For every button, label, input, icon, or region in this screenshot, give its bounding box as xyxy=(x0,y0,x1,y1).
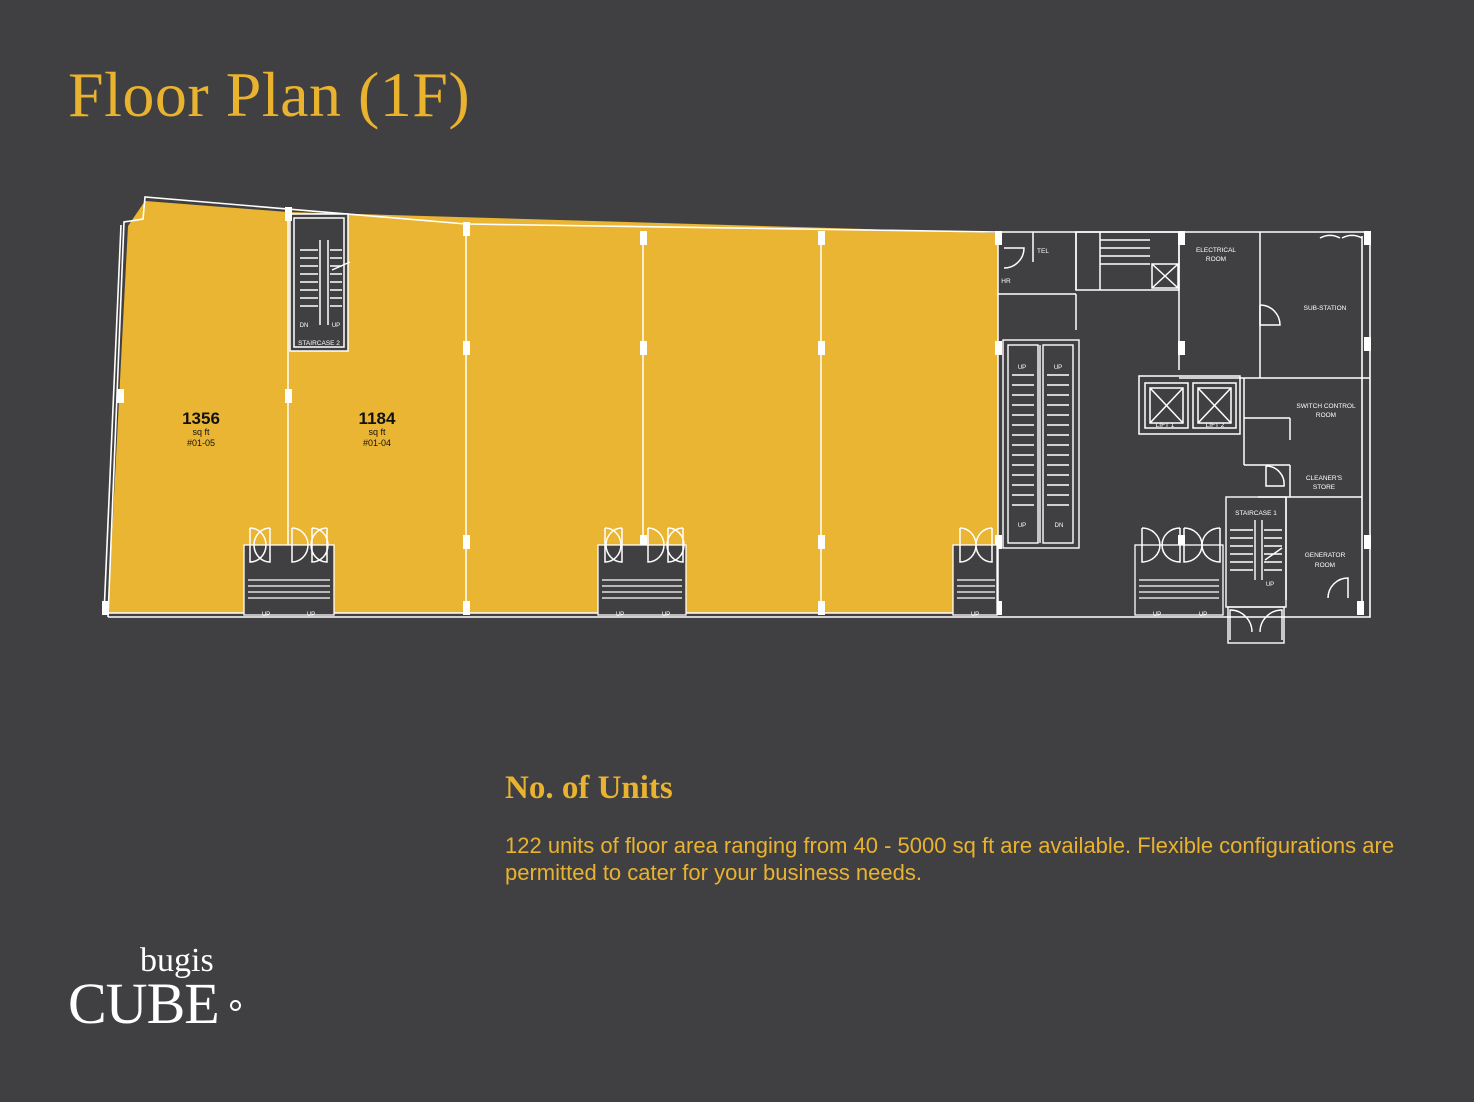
staircase-2-dn-label: DN xyxy=(300,323,309,329)
unit-area-unit: sq ft xyxy=(368,427,386,437)
unit-area: 1356 xyxy=(182,409,220,428)
staircase-2-up-label: UP xyxy=(332,323,340,329)
staircase-1-up-label: UP xyxy=(1266,582,1274,588)
escalators xyxy=(1002,339,1080,549)
generator-room-label: GENERATOR xyxy=(1305,552,1346,559)
step-up-label: UP xyxy=(1199,612,1207,618)
escalator-2-bottom-label: DN xyxy=(1055,523,1064,529)
step-up-label: UP xyxy=(1153,612,1161,618)
unit-01-05-label: 1356 sq ft #01-05 xyxy=(182,409,220,448)
escalator-1-top-label: UP xyxy=(1018,365,1026,371)
escalator-1-bottom-label: UP xyxy=(1018,523,1026,529)
generator-room-label-2: ROOM xyxy=(1315,562,1335,569)
page-title: Floor Plan (1F) xyxy=(68,59,471,130)
units-description: 122 units of floor area ranging from 40 … xyxy=(505,833,1395,885)
units-heading: No. of Units xyxy=(505,770,673,806)
logo-text-main: CUBE xyxy=(68,971,220,1036)
unit-number: #01-05 xyxy=(187,438,215,448)
unit-number: #01-04 xyxy=(363,438,391,448)
staircase-2-label: STAIRCASE 2 xyxy=(298,340,340,347)
tel-room-label: TEL xyxy=(1037,248,1049,255)
escalator-2-top-label: UP xyxy=(1054,365,1062,371)
electrical-room-label: ELECTRICAL xyxy=(1196,247,1236,254)
staircase-1-label: STAIRCASE 1 xyxy=(1235,510,1277,517)
retail-units-area xyxy=(108,201,998,613)
staircase-1 xyxy=(1225,496,1287,644)
staircase-2 xyxy=(289,213,351,352)
lift-1-label: LIFT 1 xyxy=(1156,422,1175,429)
lift-2-label: LIFT 2 xyxy=(1206,422,1225,429)
unit-01-04-label: 1184 sq ft #01-04 xyxy=(359,409,396,448)
step-up-label: UP xyxy=(262,612,270,618)
sub-station-label: SUB-STATION xyxy=(1304,305,1347,312)
step-up-label: UP xyxy=(616,612,624,618)
switch-control-room-label: SWITCH CONTROL xyxy=(1296,403,1356,410)
step-up-label: UP xyxy=(662,612,670,618)
entrance-doors xyxy=(249,527,1221,563)
hr-room-label: HR xyxy=(1001,278,1011,285)
electrical-room-label-2: ROOM xyxy=(1206,256,1226,263)
logo-text-top: bugis xyxy=(140,942,214,979)
room-labels: STAIRCASE 2 TEL HR ELECTRICAL ROOM SUB-S… xyxy=(298,247,1356,569)
lift-shafts xyxy=(1138,375,1241,435)
cleaners-store-label-2: STORE xyxy=(1313,484,1336,491)
logo-circle-icon xyxy=(230,1000,241,1011)
cleaners-store-label: CLEANER'S xyxy=(1306,475,1343,482)
unit-area-unit: sq ft xyxy=(192,427,210,437)
switch-control-room-label-2: ROOM xyxy=(1316,412,1336,419)
step-up-label: UP xyxy=(307,612,315,618)
step-up-label: UP xyxy=(971,612,979,618)
direction-labels: DN UP UP UP UP DN UP UP UP UP UP UP UP U… xyxy=(262,323,1274,618)
entrance-steps xyxy=(243,544,1224,616)
unit-area: 1184 xyxy=(359,409,396,428)
